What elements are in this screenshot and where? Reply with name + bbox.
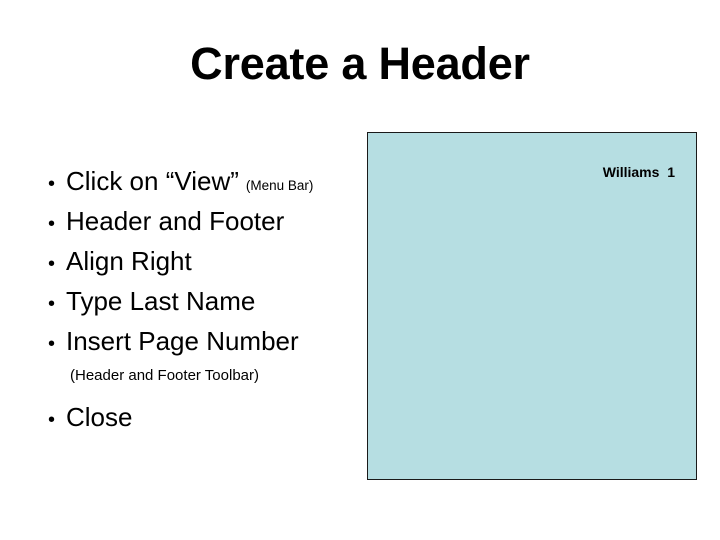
bullet-icon: • <box>48 409 56 431</box>
bullet-icon: • <box>48 293 56 315</box>
list-sub-note: (Header and Footer Toolbar) <box>70 367 259 384</box>
list-item-label: Close <box>66 402 133 432</box>
list-item[interactable]: • Header and Footer <box>44 208 364 248</box>
list-sub-note-row: (Header and Footer Toolbar) <box>44 368 364 398</box>
bullet-icon: • <box>48 173 56 195</box>
list-item-label: Insert Page Number <box>66 326 299 356</box>
bullet-icon: • <box>48 213 56 235</box>
bullet-icon: • <box>48 253 56 275</box>
list-item-label: Type Last Name <box>66 286 256 316</box>
list-item-label: Click on “View” <box>66 166 239 196</box>
header-preview-box: Williams 1 <box>367 132 697 480</box>
list-item[interactable]: • Align Right <box>44 248 364 288</box>
list-item[interactable]: • Close <box>44 404 364 444</box>
list-item-note: (Menu Bar) <box>245 178 314 193</box>
list-item[interactable]: • Insert Page Number <box>44 328 364 368</box>
bullet-icon: • <box>48 333 56 355</box>
bullet-list: • Click on “View” (Menu Bar) • Header an… <box>44 168 364 444</box>
list-item[interactable]: • Type Last Name <box>44 288 364 328</box>
list-item[interactable]: • Click on “View” (Menu Bar) <box>44 168 364 208</box>
page-title: Create a Header <box>190 38 530 89</box>
list-item-label: Header and Footer <box>66 206 285 236</box>
header-preview-text: Williams 1 <box>602 164 675 180</box>
list-item-label: Align Right <box>66 246 192 276</box>
